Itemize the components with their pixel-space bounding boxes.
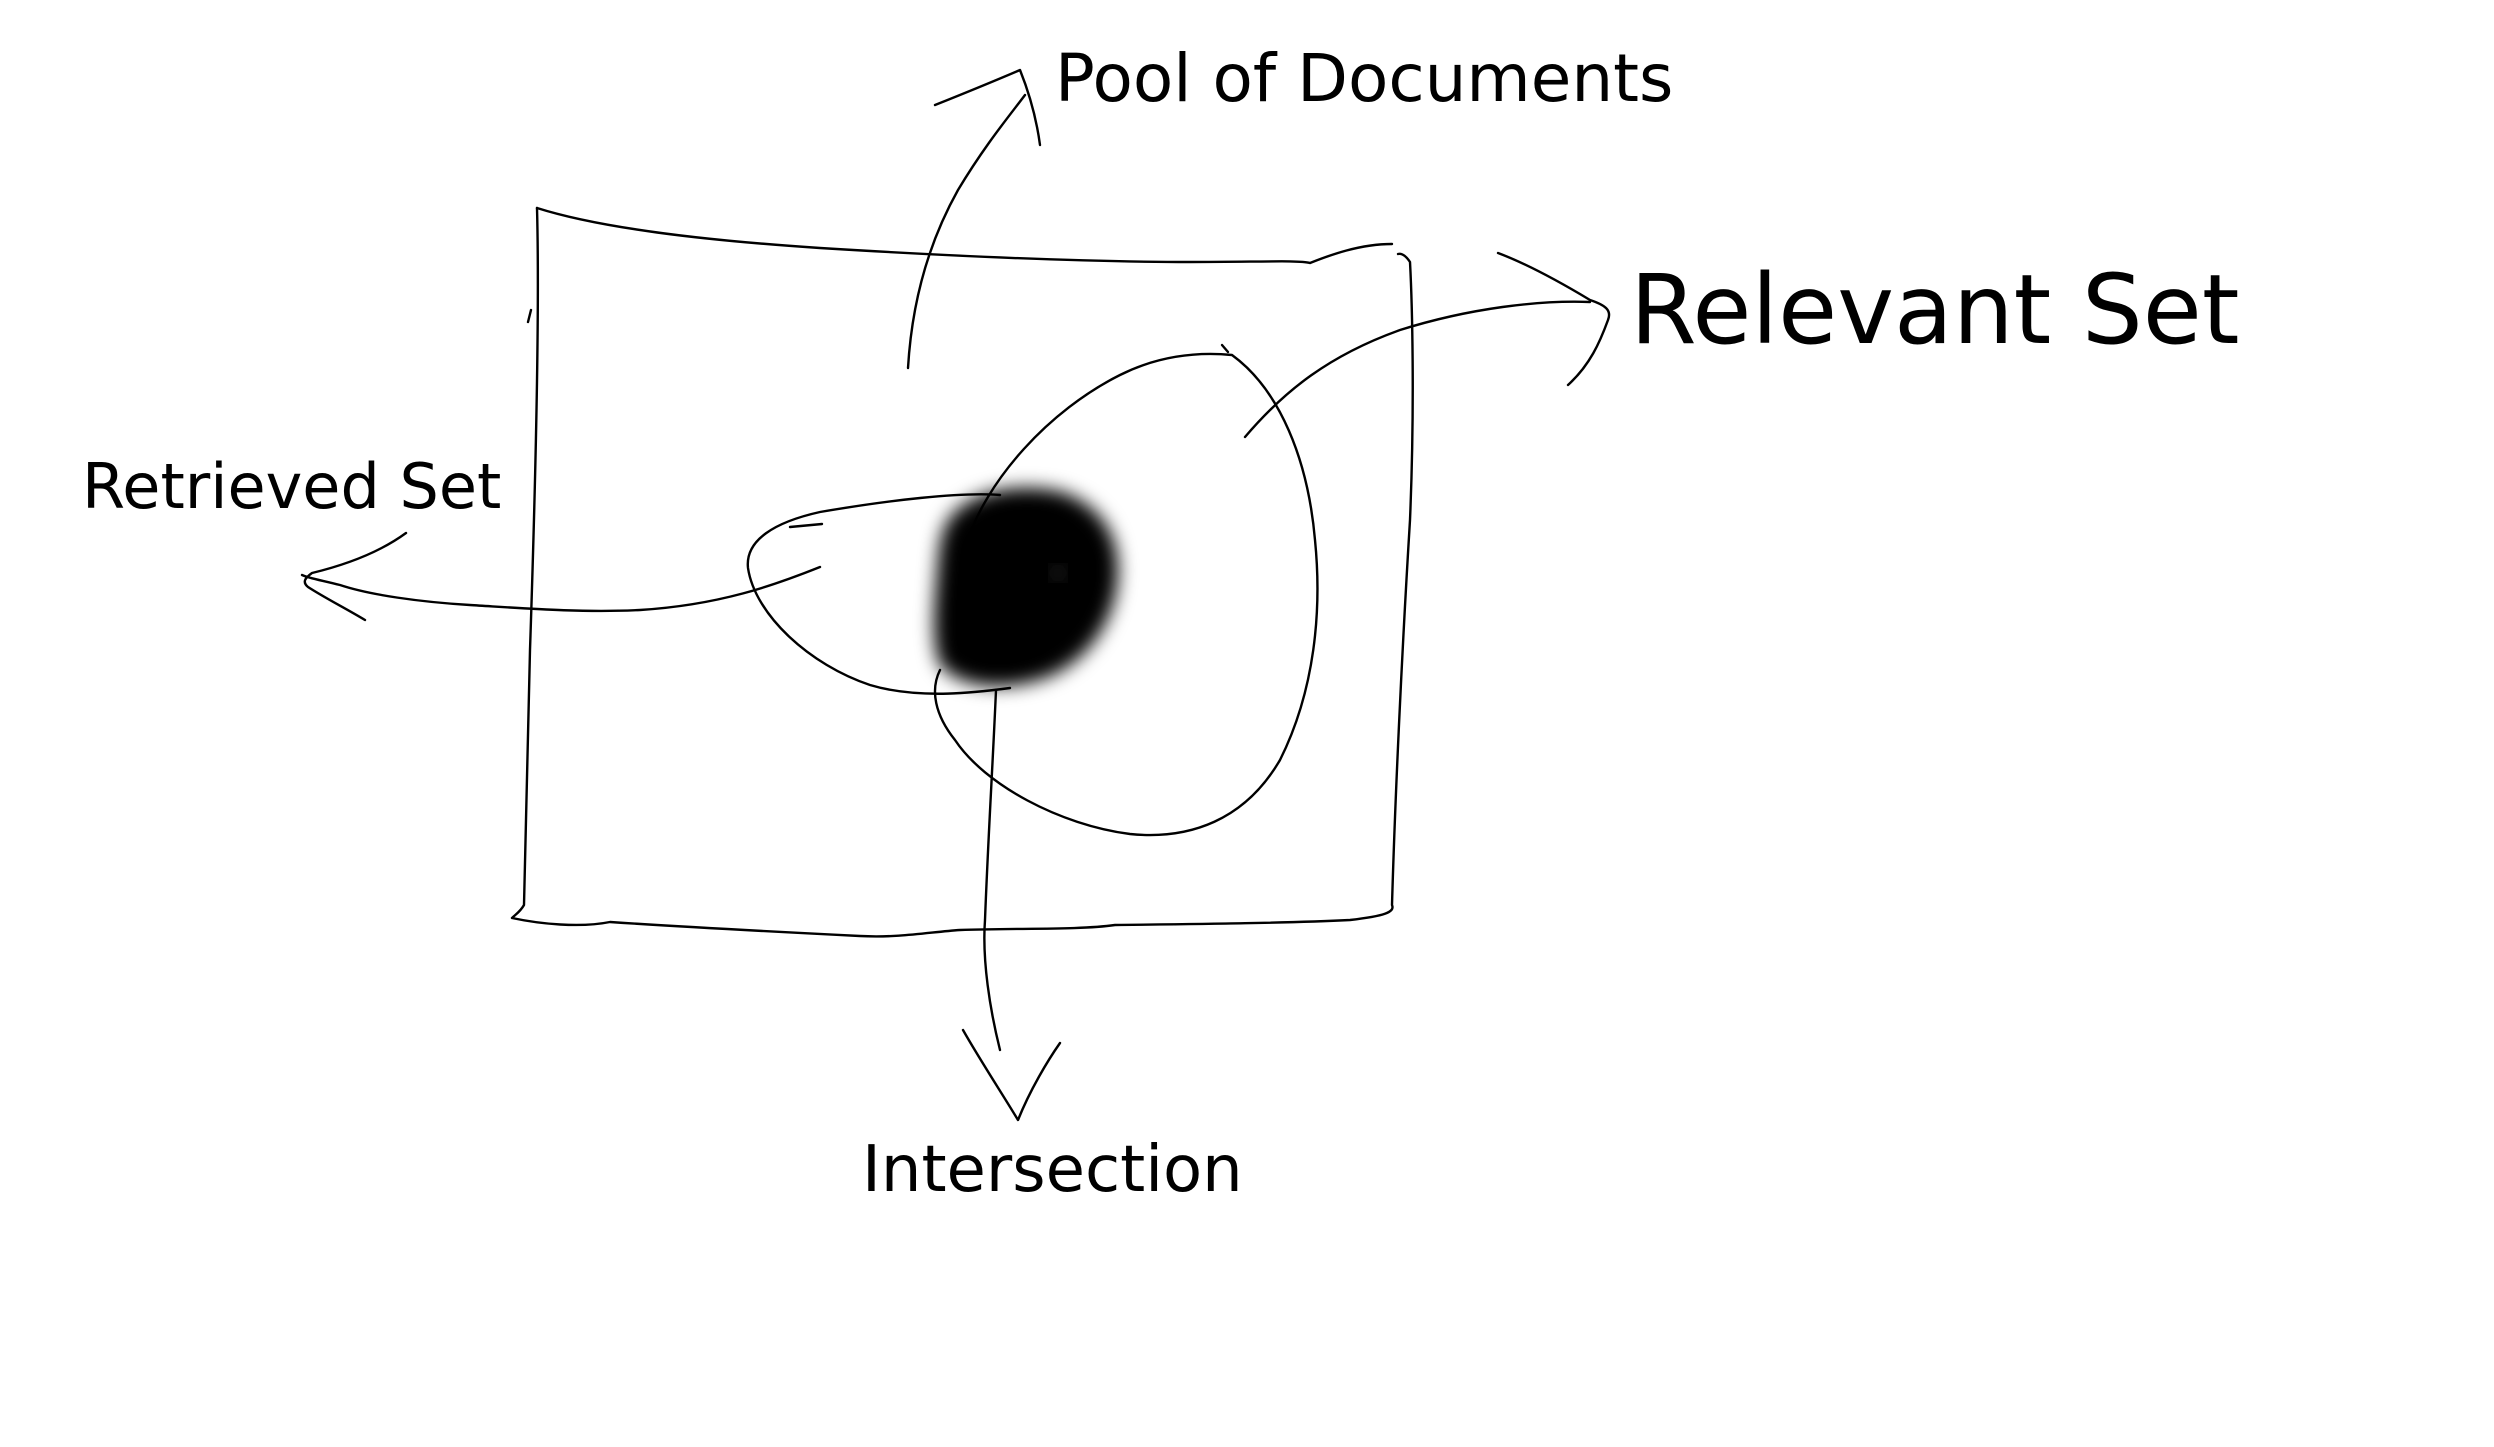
relevant-arrow-head (1496, 251, 1611, 387)
relevant-set-loop (933, 352, 1319, 837)
retrieved-arrow-shaft (300, 565, 822, 613)
pool-arrow-shaft (906, 93, 1027, 370)
pool-arrow-head (933, 68, 1042, 147)
retrieved-set-loop (746, 493, 1012, 695)
intersection-label: Intersection (862, 1133, 1243, 1207)
relevant-arrow-shaft (1243, 300, 1592, 439)
retrieved-set-label: Retrieved Set (82, 450, 502, 523)
pool-box (510, 206, 1414, 938)
retrieved-arrow-head (303, 531, 408, 622)
intersection-blob (934, 487, 1119, 687)
pool-box-top (535, 206, 1394, 265)
pool-box-left-tick (526, 308, 533, 324)
intersection-arrow-head (961, 1028, 1062, 1122)
pool-of-documents-label: Pool of Documents (1055, 40, 1674, 117)
relevant-set-label: Relevant Set (1630, 254, 2240, 366)
relevant-set-loop-tail (1220, 343, 1230, 354)
intersection-arrow-shaft (983, 688, 1002, 1052)
retrieved-set-loop-tick (788, 522, 824, 529)
